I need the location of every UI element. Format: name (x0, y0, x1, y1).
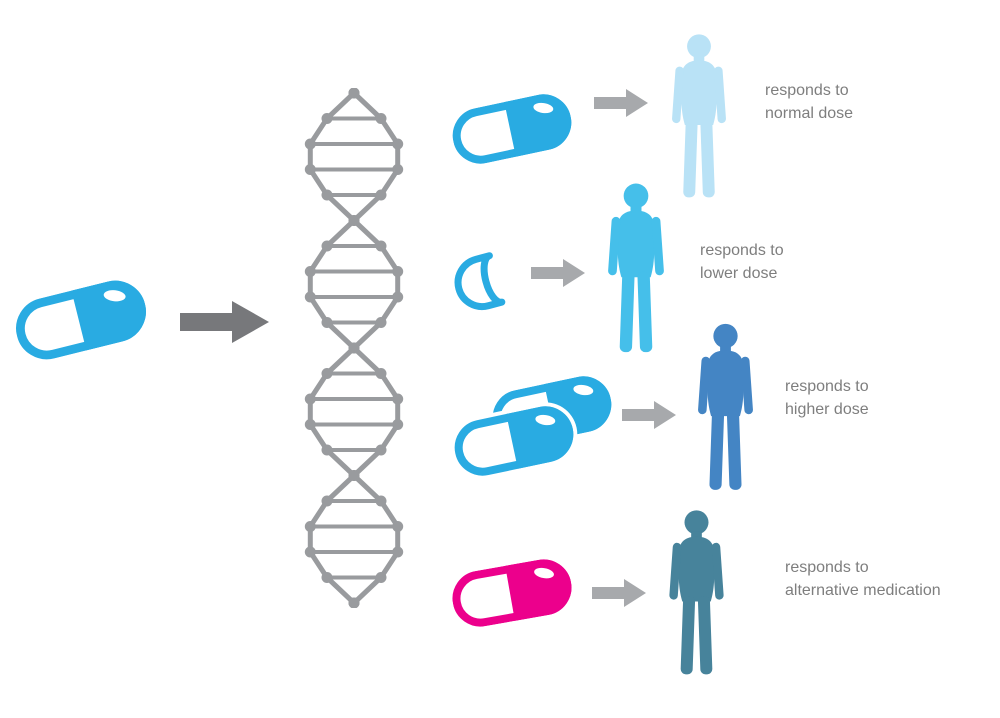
right-arrow-icon (594, 87, 650, 119)
patient-silhouette (668, 33, 730, 201)
right-arrow-icon (622, 399, 678, 431)
right-arrow-icon (180, 298, 272, 346)
right-arrow-icon (592, 577, 648, 609)
outcome-label-normal-dose: responds to normal dose (765, 82, 854, 123)
right-arrow-icon (531, 257, 587, 289)
patient-silhouette (604, 181, 668, 357)
outcome-label-alternative-medication: responds to alternative medication (785, 559, 941, 600)
patient-silhouette (665, 509, 728, 678)
full-capsule-icon (447, 89, 576, 169)
outcome-label-lower-dose: responds to lower dose (700, 242, 784, 283)
patient-silhouette (694, 322, 757, 494)
half-open-capsule-icon (446, 247, 522, 318)
two-capsules-icon (450, 376, 619, 483)
alternative-capsule-icon (448, 555, 576, 631)
capsule-pill-icon (449, 401, 578, 481)
medication-capsule-icon (9, 274, 152, 366)
outcome-label-higher-dose: responds to higher dose (785, 378, 869, 419)
dna-double-helix-icon (292, 88, 416, 608)
